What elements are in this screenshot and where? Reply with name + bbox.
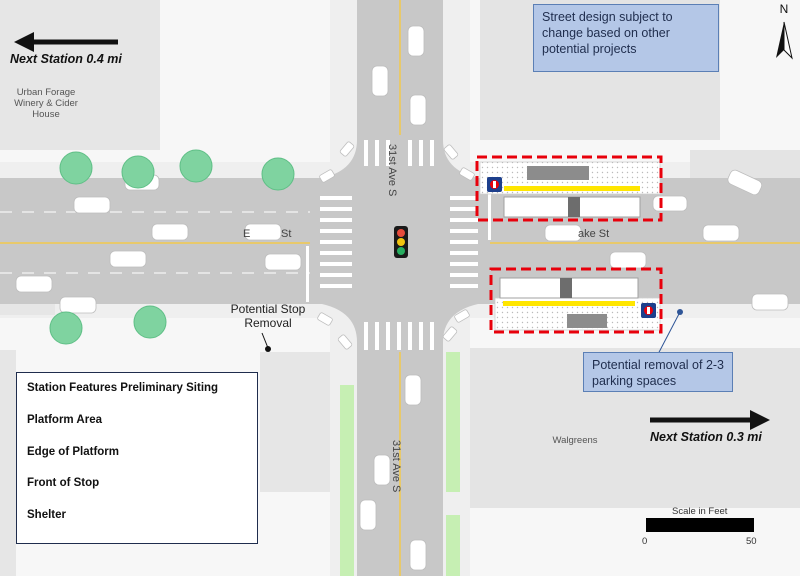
next-station-east: Next Station 0.3 mi	[650, 430, 762, 444]
crosswalk-north	[364, 140, 434, 166]
legend-label-shelter: Shelter	[27, 509, 66, 521]
platform-edge	[504, 186, 640, 191]
place-walgreens: Walgreens	[552, 435, 598, 446]
stop-bar	[306, 246, 309, 302]
callout-street-design: Street design subject to change based on…	[533, 4, 719, 72]
bus-westbound	[503, 196, 641, 218]
focus-box-south	[489, 267, 663, 334]
bus-eastbound	[499, 277, 639, 299]
arrow-right-icon	[650, 410, 770, 430]
next-station-west: Next Station 0.4 mi	[10, 52, 122, 66]
building	[0, 0, 160, 150]
corner-curb	[322, 140, 357, 178]
avenue-label-north: 31st Ave S	[386, 144, 398, 197]
north-label: N	[779, 2, 789, 16]
north-platform	[479, 161, 661, 195]
vehicles	[15, 25, 789, 571]
planting-strip	[340, 385, 354, 576]
traffic-signal-icon	[394, 226, 408, 258]
corner-curb	[322, 304, 357, 342]
avenue-label-south: 31st Ave S	[390, 440, 402, 493]
focus-box-north	[475, 155, 663, 222]
crosswalk-south	[364, 322, 434, 350]
leader-line-parking	[655, 311, 681, 359]
street-label-west: E	[243, 228, 251, 240]
building	[690, 150, 800, 178]
scale-bar	[646, 518, 754, 532]
leader-dot	[677, 309, 683, 315]
building	[260, 352, 330, 492]
legend-panel: Station Features Preliminary Siting Plat…	[16, 372, 258, 544]
diagonal-parked-cars	[317, 141, 475, 350]
street-label-east: ake St	[578, 228, 610, 240]
place-winery: Urban Forage Winery & Cider House	[14, 87, 78, 120]
building	[0, 350, 16, 576]
arrow-left-icon	[14, 32, 118, 52]
leader-dot	[265, 346, 271, 352]
scale-title: Scale in Feet	[672, 506, 728, 517]
corner-curb	[443, 140, 478, 178]
transit-stop-icon	[487, 177, 502, 192]
scale-start: 0	[642, 536, 648, 547]
legend-label-front: Front of Stop	[27, 477, 100, 489]
legend-title: Station Features Preliminary Siting	[27, 382, 219, 394]
label-stop-removal: Potential Stop Removal	[230, 302, 306, 330]
legend-label-edge: Edge of Platform	[27, 446, 120, 458]
shelter	[527, 166, 589, 180]
street-label-west-suffix: St	[281, 228, 292, 240]
transit-stop-icon	[641, 303, 656, 318]
leader-line-stop-removal	[261, 332, 269, 349]
crosswalk-west	[320, 196, 352, 288]
stop-bar	[488, 182, 491, 240]
planting-strip	[446, 515, 460, 576]
south-platform	[494, 297, 661, 331]
shelter	[567, 314, 607, 328]
platform-edge	[503, 301, 635, 306]
planting-strip	[446, 352, 460, 492]
callout-parking-removal: Potential removal of 2-3 parking spaces	[583, 352, 733, 392]
legend-label-platform: Platform Area	[27, 414, 102, 426]
crosswalk-east	[450, 196, 478, 288]
tree-canopy	[49, 149, 295, 345]
north-arrow-icon	[776, 21, 793, 60]
scale-end: 50	[746, 536, 757, 547]
corner-curb	[443, 304, 478, 342]
